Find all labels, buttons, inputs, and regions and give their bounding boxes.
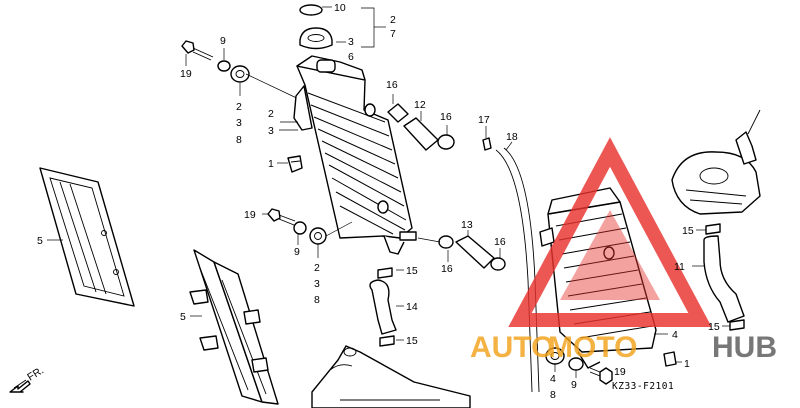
callout-grom-r-a[interactable]: 4 [550, 373, 556, 385]
watermark-part2: MOTO [548, 331, 637, 364]
callout-grom-top-c[interactable]: 8 [236, 134, 242, 146]
callout-grom-top-b[interactable]: 3 [236, 117, 242, 129]
callout-hose-d[interactable]: 11 [674, 261, 685, 273]
cylinder-head [671, 109, 761, 215]
callout-tube[interactable]: 18 [506, 131, 518, 143]
hose-14 [369, 267, 404, 347]
callout-grom-top-a[interactable]: 2 [236, 101, 242, 113]
callout-hose-c[interactable]: 14 [406, 301, 418, 313]
callout-clip-left[interactable]: 1 [268, 158, 274, 170]
callouts: 10 3 6 2 7 19 9 2 3 8 2 3 1 19 9 2 3 8 5… [25, 2, 720, 401]
lower-hose [417, 230, 506, 271]
callout-clamp-f[interactable]: 15 [406, 335, 418, 347]
callout-rad-b[interactable]: 3 [268, 125, 274, 137]
hose-11 [692, 223, 745, 331]
callout-bolt-top[interactable]: 19 [180, 68, 192, 80]
upper-hose [387, 94, 455, 151]
callout-grom-mid-b[interactable]: 3 [314, 278, 320, 290]
callout-bracket-b[interactable]: 7 [390, 28, 396, 40]
callout-clip-r[interactable]: 1 [684, 358, 690, 370]
callout-cap-seal[interactable]: 6 [348, 51, 354, 63]
callout-bolt-mid[interactable]: 19 [244, 209, 256, 221]
callout-clamp-e[interactable]: 15 [406, 265, 418, 277]
callout-hose-a[interactable]: 12 [414, 99, 426, 111]
clip-left [277, 155, 303, 173]
callout-grom-mid-c[interactable]: 8 [314, 294, 320, 306]
front-arrow [9, 379, 31, 393]
callout-clamp-a[interactable]: 16 [386, 79, 398, 91]
callout-washer-top[interactable]: 9 [220, 35, 226, 47]
watermark-logo: AUTO MOTO HUB [470, 137, 777, 364]
callout-bolt-r[interactable]: 19 [614, 366, 626, 378]
bolt-washer-grommet-mid [262, 208, 353, 258]
callout-washer-mid[interactable]: 9 [294, 246, 300, 258]
callout-clamp-c[interactable]: 16 [441, 263, 453, 275]
callout-bracket-r[interactable]: 4 [672, 329, 678, 341]
shroud-upper [39, 167, 135, 307]
callout-joint[interactable]: 17 [478, 114, 490, 126]
callout-cap-pad[interactable]: 10 [334, 2, 346, 14]
callout-shroud-lower[interactable]: 5 [180, 311, 186, 323]
watermark-part3: HUB [712, 331, 777, 364]
callout-hose-b[interactable]: 13 [461, 219, 473, 231]
shroud-lower [189, 249, 279, 405]
callout-washer-r[interactable]: 9 [571, 379, 577, 391]
right-fasteners [545, 347, 682, 385]
callout-clamp-b[interactable]: 16 [440, 111, 452, 123]
callout-bracket-a[interactable]: 2 [390, 14, 396, 26]
diagram-code: KZ33-F2101 [612, 381, 674, 392]
callout-clamp-d[interactable]: 16 [494, 236, 506, 248]
callout-clamp-h[interactable]: 15 [708, 321, 720, 333]
callout-clamp-g[interactable]: 15 [682, 225, 694, 237]
bolt-washer-grommet-top [181, 40, 306, 103]
callout-grom-mid-a[interactable]: 2 [314, 262, 320, 274]
left-radiator [279, 55, 417, 255]
radiator-cap-group [299, 4, 386, 50]
callout-rad-a[interactable]: 2 [268, 108, 274, 120]
callout-shroud-upper[interactable]: 5 [37, 235, 43, 247]
watermark-part1: AUTO [470, 331, 554, 364]
engine-fragment [311, 345, 471, 408]
callout-grom-r-b[interactable]: 8 [550, 389, 556, 401]
callout-cap[interactable]: 3 [348, 36, 354, 48]
